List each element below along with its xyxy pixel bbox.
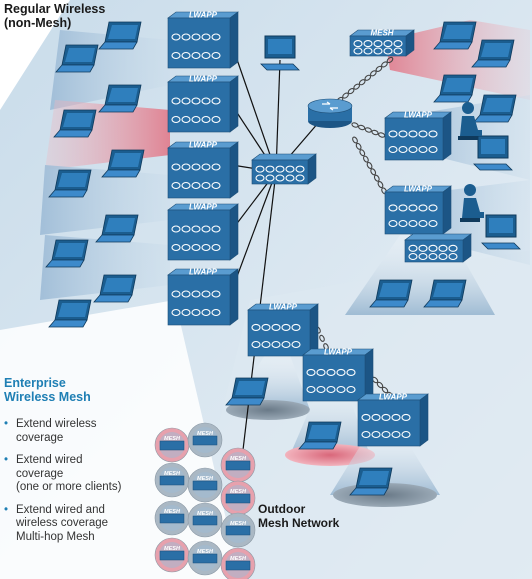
laptop-icon <box>433 21 477 50</box>
svg-text:MESH: MESH <box>230 489 247 495</box>
svg-text:MESH: MESH <box>197 511 214 517</box>
laptop-icon <box>298 421 342 450</box>
laptop-icon <box>98 21 142 50</box>
svg-text:MESH: MESH <box>197 476 214 482</box>
device-label: LWAPP <box>189 203 218 212</box>
laptop-icon <box>95 214 139 243</box>
device-label: LWAPP <box>189 75 218 84</box>
laptop-icon <box>48 169 92 198</box>
device-label: LWAPP <box>189 141 218 150</box>
device-label: MESH <box>370 29 393 38</box>
laptop-icon <box>101 149 145 178</box>
laptop-icon <box>53 109 97 138</box>
lwapp-access-point: LWAPP <box>167 141 239 199</box>
laptop-icon <box>473 94 517 123</box>
outdoor-mesh-node: MESH <box>220 512 256 548</box>
user-icon <box>458 102 482 140</box>
device-label: LWAPP <box>324 348 353 357</box>
laptop-icon <box>55 44 99 73</box>
svg-text:MESH: MESH <box>230 456 247 462</box>
lwapp-access-point: LWAPP <box>384 185 452 235</box>
feature-item: Extend wireless coverage <box>4 418 154 445</box>
enterprise-wireless-mesh-title: Enterprise Wireless Mesh <box>4 376 91 404</box>
svg-text:MESH: MESH <box>230 556 247 562</box>
feature-item: Extend wired and wireless coverage Multi… <box>4 504 154 545</box>
laptop-icon <box>98 84 142 113</box>
laptop-icon <box>423 279 467 308</box>
outdoor-mesh-node: MESH <box>154 427 190 463</box>
mesh-access-point: MESH <box>349 29 415 57</box>
wired-link <box>231 171 277 291</box>
lwapp-access-point: LWAPP <box>384 111 452 161</box>
outdoor-mesh-node: MESH <box>220 447 256 483</box>
outdoor-mesh-cluster: MESH MESH MESH MESH MESH MESH MESH MESH MESH MESH… <box>154 422 256 579</box>
laptop-icon <box>93 274 137 303</box>
laptop-icon <box>369 279 413 308</box>
device-label: LWAPP <box>379 393 408 402</box>
outdoor-mesh-node: MESH <box>154 537 190 573</box>
laptop-icon <box>48 299 92 328</box>
outdoor-mesh-node: MESH <box>187 502 223 538</box>
device-label: LWAPP <box>189 11 218 20</box>
laptop-icon <box>349 467 393 496</box>
laptop-clients <box>45 21 517 496</box>
lwapp-access-point: LWAPP <box>167 11 239 69</box>
wired-link <box>275 59 281 173</box>
user-icon <box>460 184 484 222</box>
svg-text:MESH: MESH <box>197 431 214 437</box>
outdoor-mesh-node: MESH <box>154 462 190 498</box>
wired-link <box>231 44 277 173</box>
central-switch <box>251 153 317 185</box>
router-icon <box>307 98 353 128</box>
svg-text:MESH: MESH <box>164 471 181 477</box>
lwapp-access-point: LWAPP <box>167 268 239 326</box>
access-points: LWAPP LWAPP LWAPP LWAPP LWAPP MESH LWAPP LWAPP L… <box>167 11 472 447</box>
mesh-lwapp-access-point: LWAPP <box>247 303 319 357</box>
outdoor-mesh-node: MESH <box>187 422 223 458</box>
mesh-lwapp-access-point: LWAPP <box>357 393 429 447</box>
lwapp-access-point: LWAPP <box>167 203 239 261</box>
outdoor-mesh-node: MESH <box>220 480 256 516</box>
svg-text:MESH: MESH <box>197 549 214 555</box>
outdoor-mesh-node: MESH <box>220 547 256 579</box>
svg-text:MESH: MESH <box>164 546 181 552</box>
svg-text:MESH: MESH <box>230 521 247 527</box>
outdoor-mesh-title: Outdoor Mesh Network <box>258 502 340 530</box>
svg-text:MESH: MESH <box>164 509 181 515</box>
svg-text:MESH: MESH <box>164 436 181 442</box>
mesh-lwapp-access-point: LWAPP <box>302 348 374 402</box>
feature-list: Extend wireless coverage Extend wired co… <box>4 418 154 553</box>
device-label: LWAPP <box>269 303 298 312</box>
laptop-icon <box>433 74 477 103</box>
laptop-icon <box>225 377 269 406</box>
device-label: LWAPP <box>404 111 433 120</box>
network-switch <box>404 233 472 263</box>
device-label: LWAPP <box>404 185 433 194</box>
workstation-icon <box>481 214 521 250</box>
workstation-icon <box>473 135 513 171</box>
regular-wireless-title: Regular Wireless (non-Mesh) <box>4 2 106 30</box>
outdoor-mesh-node: MESH <box>154 500 190 536</box>
wireless-chain-link <box>336 56 394 104</box>
misc-devices <box>260 35 521 250</box>
feature-item: Extend wired coverage (one or more clien… <box>4 454 154 495</box>
laptop-icon <box>45 239 89 268</box>
outdoor-mesh-node: MESH <box>187 467 223 503</box>
laptop-icon <box>471 39 515 68</box>
device-label: LWAPP <box>189 268 218 277</box>
workstation-icon <box>260 35 300 71</box>
lwapp-access-point: LWAPP <box>167 75 239 133</box>
outdoor-mesh-node: MESH <box>187 540 223 576</box>
